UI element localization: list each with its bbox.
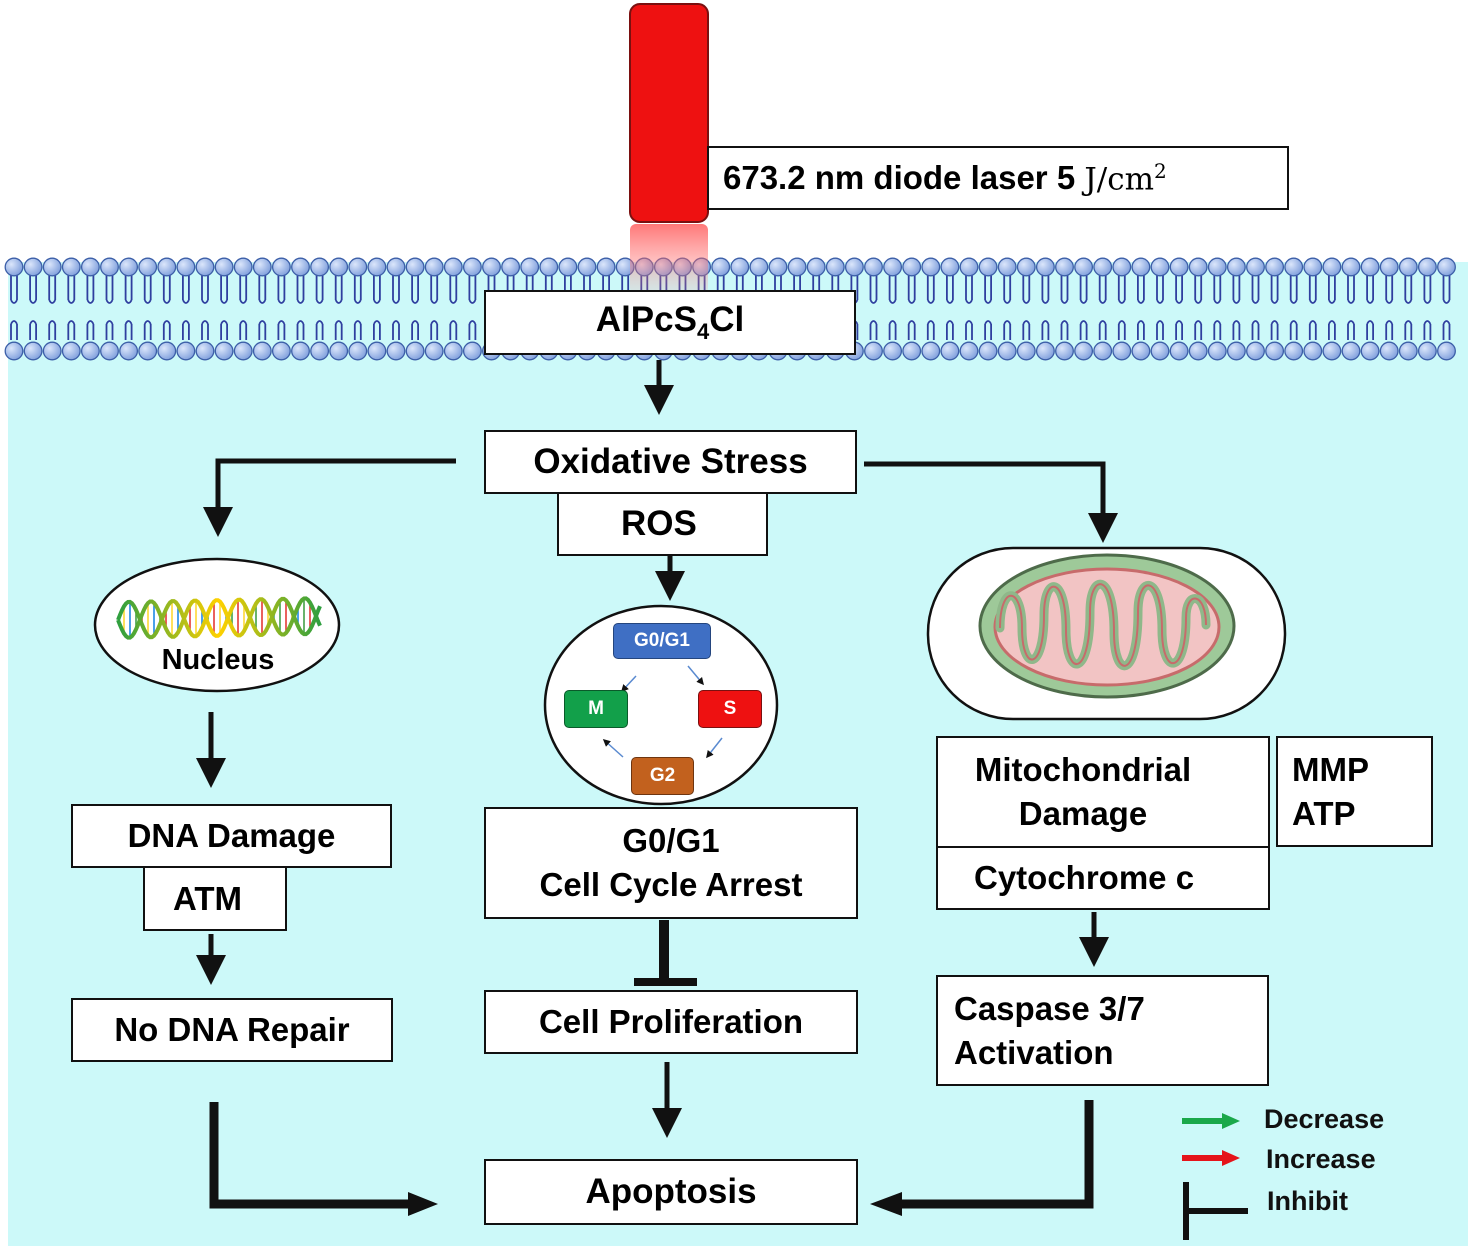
- cycle-arrows: [602, 665, 723, 759]
- atm-box: ATM: [143, 866, 287, 931]
- dna-damage-box: DNA Damage: [71, 804, 392, 868]
- no-dna-repair-box: No DNA Repair: [71, 998, 393, 1062]
- compound-box: AlPcS4Cl: [484, 290, 856, 355]
- mito-damage-text: Mitochondrial Damage: [974, 751, 1192, 832]
- ros-label: ROS: [621, 504, 697, 543]
- mmp-label: MMP: [1292, 750, 1369, 788]
- oxidative-stress-label: Oxidative Stress: [533, 442, 808, 481]
- cell-proliferation-box: Cell Proliferation: [484, 990, 858, 1054]
- laser-label: 673.2 nm diode laser 5: [723, 159, 1085, 196]
- cell-cycle-shape: [543, 604, 779, 806]
- cell-cycle-arrest-text: G0/G1 Cell Cycle Arrest: [539, 822, 803, 903]
- mmp-atp-box: MMP ATP: [1276, 736, 1433, 847]
- laser-glow: [630, 224, 708, 294]
- cell-cycle-arrest-box: G0/G1 Cell Cycle Arrest: [484, 807, 858, 919]
- ros-box: ROS: [557, 492, 768, 556]
- phase-g0g1: G0/G1: [613, 623, 711, 659]
- legend-increase: Increase: [1266, 1144, 1376, 1174]
- cell-membrane: [4, 257, 1456, 361]
- apoptosis-box: Apoptosis: [484, 1159, 858, 1225]
- laser-beam: [629, 3, 709, 223]
- oxidative-stress-box: Oxidative Stress: [484, 430, 857, 494]
- cytochrome-box: Cytochrome c: [936, 846, 1270, 910]
- dna-icon: [116, 596, 322, 640]
- apoptosis-connectors: [209, 1100, 1094, 1216]
- apoptosis-label: Apoptosis: [585, 1172, 757, 1211]
- mitochondria-icon: [978, 553, 1236, 699]
- legend-inhibit: Inhibit: [1267, 1186, 1348, 1216]
- inhibit-connector: [634, 920, 697, 986]
- dna-damage-label: DNA Damage: [127, 817, 336, 854]
- atm-label: ATM: [173, 879, 243, 917]
- legend-decrease: Decrease: [1264, 1104, 1385, 1134]
- cytochrome-label: Cytochrome c: [974, 859, 1195, 896]
- no-dna-repair-label: No DNA Repair: [114, 1011, 350, 1048]
- legend-graphics: [1182, 1113, 1248, 1240]
- caspase-box: Caspase 3/7 Activation: [936, 975, 1269, 1086]
- atp-label: ATP: [1292, 794, 1356, 832]
- caspase-text: Caspase 3/7 Activation: [954, 989, 1145, 1071]
- laser-unit: J/cm2: [1084, 158, 1167, 198]
- mmp-atp-text: MMP ATP: [1292, 748, 1369, 835]
- laser-label-box: 673.2 nm diode laser 5 J/cm2: [707, 146, 1289, 210]
- phase-g2: G2: [631, 757, 694, 795]
- mito-damage-box: Mitochondrial Damage: [936, 736, 1270, 848]
- phase-m: M: [564, 690, 628, 728]
- compound-label: AlPcS4Cl: [595, 300, 745, 344]
- phase-s: S: [698, 690, 762, 728]
- nucleus-shape: [93, 557, 341, 693]
- cell-proliferation-label: Cell Proliferation: [538, 1003, 804, 1040]
- nucleus-label: Nucleus: [161, 644, 275, 676]
- connectors: [196, 360, 1118, 1138]
